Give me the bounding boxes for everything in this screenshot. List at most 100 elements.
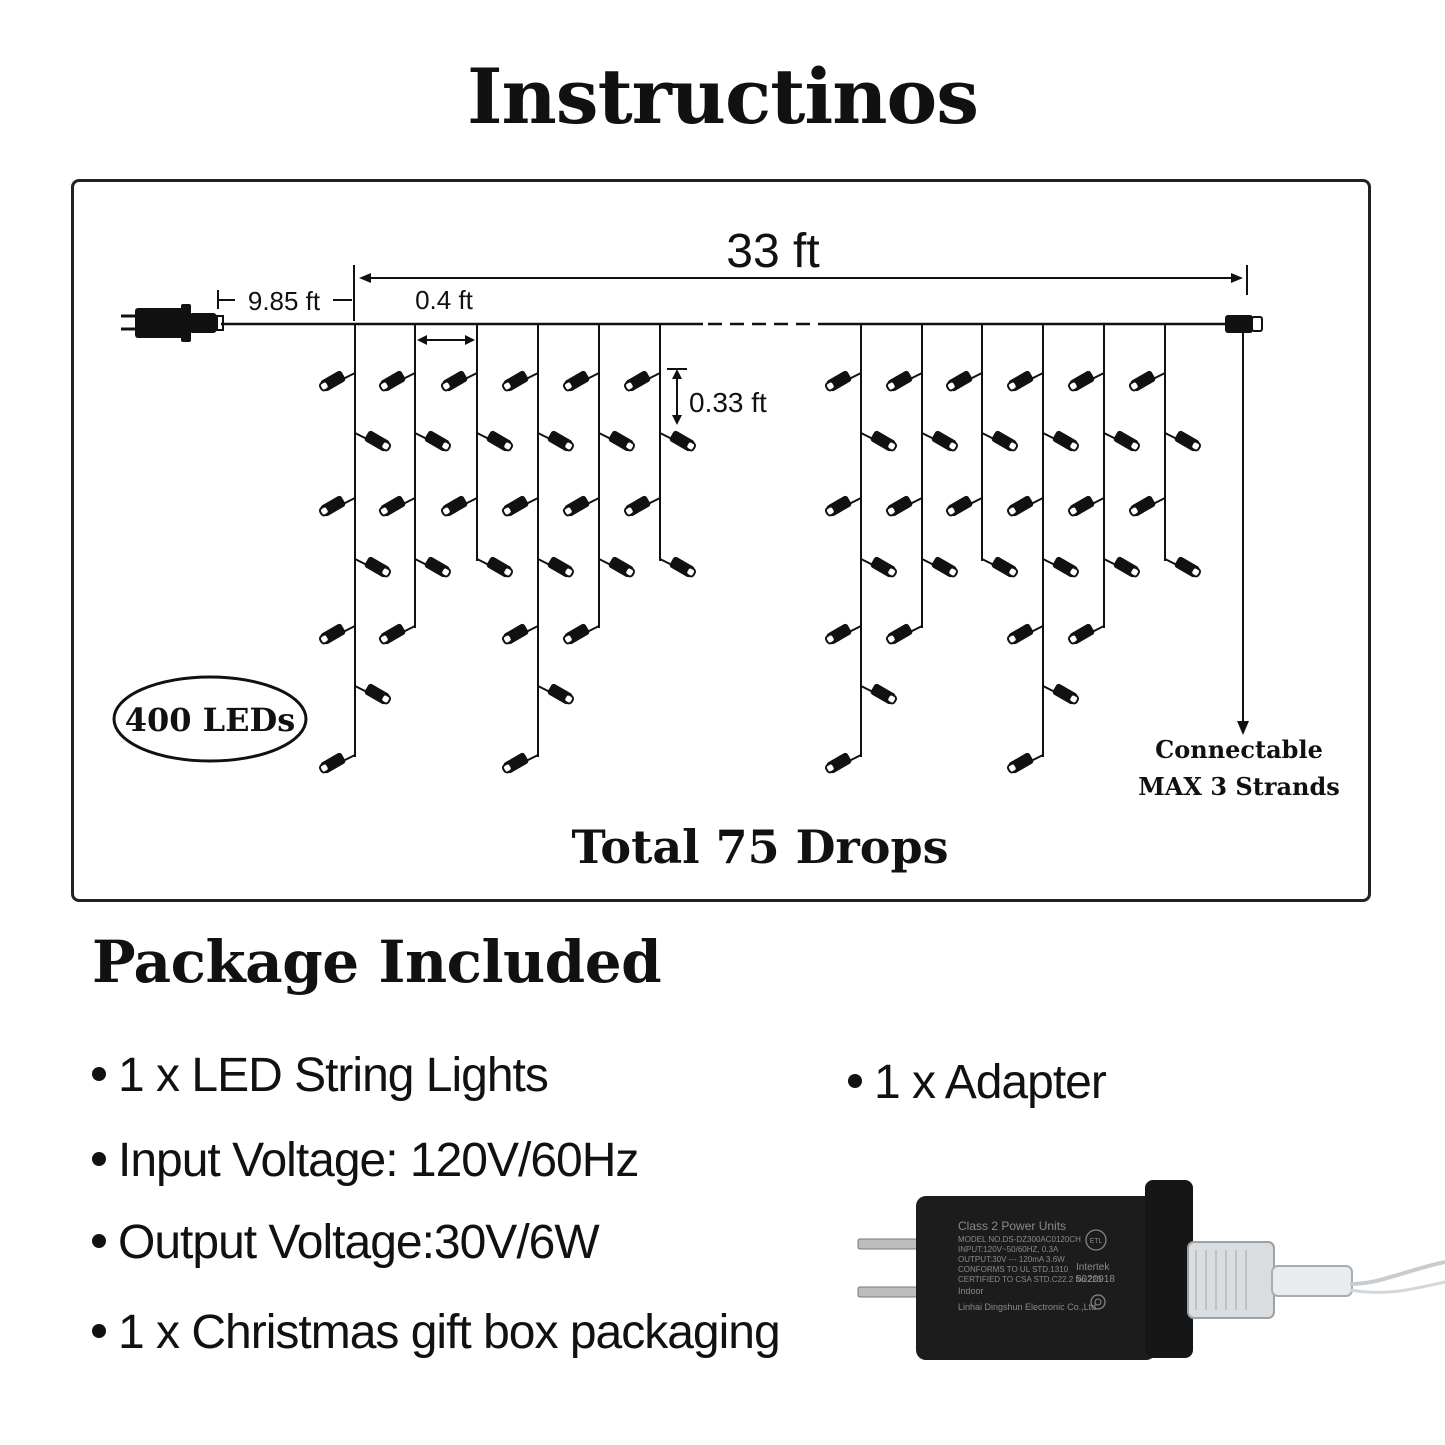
- adapter-prongs-icon: [857, 1238, 923, 1298]
- led-bulb-icon: [486, 556, 514, 578]
- dim-33-arrow-right: [1231, 273, 1243, 283]
- led-bulb-icon: [1113, 556, 1141, 578]
- led-bulb-icon: [318, 495, 346, 517]
- led-bulb-icon: [1052, 556, 1080, 578]
- drop-spacing-label: 0.4 ft: [415, 285, 474, 315]
- led-bulb-icon: [501, 495, 529, 517]
- led-bulb-icon: [1006, 752, 1034, 774]
- drop-spacing-arrowhead-left: [417, 335, 427, 345]
- adapter-cert-number: 5020918: [1076, 1274, 1115, 1285]
- led-bulb-icon: [608, 430, 636, 452]
- led-bulb-icon: [501, 623, 529, 645]
- led-bulb-icon: [1006, 370, 1034, 392]
- led-bulb-icon: [870, 430, 898, 452]
- bullet-icon: [92, 1324, 106, 1339]
- plug-icon: [121, 304, 224, 342]
- led-bulb-icon: [608, 556, 636, 578]
- led-bulb-icon: [1052, 683, 1080, 705]
- icicle-light-diagram: 33 ft 9.85 ft 0.4 ft 0.33 ft 400 LEDs Co…: [112, 225, 1340, 874]
- led-bulb-icon: [669, 430, 697, 452]
- led-bulb-icon: [424, 430, 452, 452]
- led-bulb-icon: [1067, 370, 1095, 392]
- lead-length-label: 9.85 ft: [248, 286, 321, 316]
- package-item-label: Input Voltage: 120V/60Hz: [118, 1134, 639, 1187]
- instructions-diagram: 33 ft 9.85 ft 0.4 ft 0.33 ft 400 LEDs Co…: [71, 179, 1371, 902]
- drop-spacing-arrowhead-right: [465, 335, 475, 345]
- adapter-label-line: MODEL NO.DS-DZ300AC0120CH: [958, 1235, 1081, 1244]
- led-bulb-icon: [623, 370, 651, 392]
- total-drops-label: Total 75 Drops: [571, 820, 948, 874]
- adapter-label-line: Class 2 Power Units: [958, 1219, 1066, 1233]
- adapter-cable: [1349, 1260, 1445, 1286]
- page-title: Instructinos: [467, 52, 979, 141]
- bullet-icon: [848, 1074, 862, 1089]
- adapter-label-line: Indoor: [958, 1286, 984, 1296]
- adapter-label-line: CONFORMS TO UL STD.1310: [958, 1265, 1069, 1274]
- adapter-cable-2: [1349, 1280, 1445, 1294]
- led-spacing-arrowhead-up: [672, 369, 682, 379]
- led-bulb-icon: [870, 683, 898, 705]
- led-bulb-icon: [547, 683, 575, 705]
- dim-33-arrow-left: [359, 273, 371, 283]
- led-bulb-icon: [1067, 495, 1095, 517]
- led-bulb-icon: [1174, 430, 1202, 452]
- led-bulb-icon: [885, 623, 913, 645]
- led-bulb-icon: [824, 623, 852, 645]
- led-bulb-icon: [931, 556, 959, 578]
- package-item-gift-box: 1 x Christmas gift box packaging: [92, 1305, 781, 1360]
- package-item-label: 1 x Christmas gift box packaging: [118, 1306, 781, 1359]
- led-bulb-icon: [364, 556, 392, 578]
- adapter-cable-sleeve: [1271, 1265, 1353, 1297]
- led-bulb-icon: [562, 370, 590, 392]
- led-bulb-icon: [945, 370, 973, 392]
- adapter-label-line: OUTPUT:30V --- 120mA 3.6W: [958, 1255, 1065, 1264]
- package-item-output-voltage: Output Voltage:30V/6W: [92, 1215, 600, 1270]
- etl-mark-icon: ETL: [1085, 1229, 1107, 1251]
- led-bulb-icon: [669, 556, 697, 578]
- led-bulb-icon: [870, 556, 898, 578]
- led-bulb-icon: [824, 370, 852, 392]
- package-item-label: 1 x LED String Lights: [118, 1049, 549, 1102]
- bullet-icon: [92, 1234, 106, 1249]
- led-bulb-icon: [824, 752, 852, 774]
- led-bulb-icon: [991, 430, 1019, 452]
- led-bulb-icon: [318, 623, 346, 645]
- led-bulb-icon: [931, 430, 959, 452]
- led-spacing-label: 0.33 ft: [689, 387, 767, 418]
- led-bulb-icon: [364, 683, 392, 705]
- led-bulb-icon: [1052, 430, 1080, 452]
- led-bulb-icon: [318, 752, 346, 774]
- led-bulb-icon: [562, 623, 590, 645]
- adapter-label-line: Linhai Dingshun Electronic Co.,Ltd: [958, 1302, 1096, 1312]
- adapter-collar: [1145, 1180, 1193, 1358]
- max-strands-label: MAX 3 Strands: [1138, 772, 1340, 801]
- led-bulb-icon: [1128, 495, 1156, 517]
- adapter-body: [916, 1196, 1156, 1360]
- package-heading: Package Included: [92, 928, 662, 996]
- led-spacing-arrowhead-down: [672, 415, 682, 425]
- led-count-label: 400 LEDs: [125, 701, 296, 739]
- led-bulb-icon: [378, 370, 406, 392]
- led-bulb-icon: [991, 556, 1019, 578]
- end-connector-icon: [1225, 315, 1263, 333]
- adapter-cert-label: Intertek: [1076, 1262, 1110, 1273]
- light-drops: [318, 324, 1202, 774]
- led-bulb-icon: [1006, 623, 1034, 645]
- led-bulb-icon: [824, 495, 852, 517]
- led-bulb-icon: [945, 495, 973, 517]
- led-bulb-icon: [1006, 495, 1034, 517]
- led-bulb-icon: [1128, 370, 1156, 392]
- led-bulb-icon: [885, 495, 913, 517]
- led-count-badge: [112, 675, 308, 763]
- led-bulb-icon: [547, 430, 575, 452]
- led-bulb-icon: [562, 495, 590, 517]
- led-bulb-icon: [318, 370, 346, 392]
- led-bulb-icon: [378, 623, 406, 645]
- package-item-adapter: 1 x Adapter: [848, 1055, 1107, 1110]
- indoor-symbol-icon: [1090, 1294, 1106, 1310]
- package-item-label: 1 x Adapter: [874, 1056, 1107, 1109]
- led-bulb-icon: [1067, 623, 1095, 645]
- bullet-icon: [92, 1152, 106, 1167]
- package-item-input-voltage: Input Voltage: 120V/60Hz: [92, 1133, 639, 1188]
- svg-text:ETL: ETL: [1090, 1238, 1103, 1245]
